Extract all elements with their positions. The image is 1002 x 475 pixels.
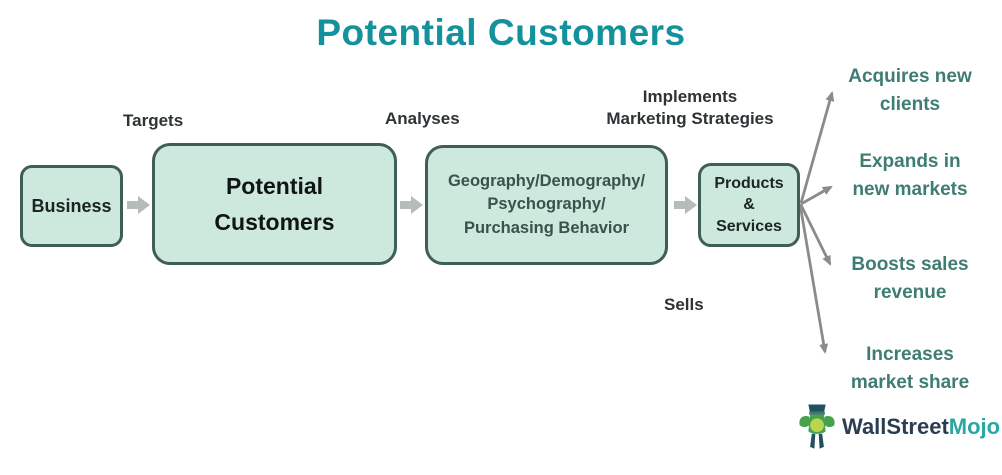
flow-arrow-icon	[674, 196, 697, 214]
outcome-expands-in-new-markets: Expands in new markets	[840, 148, 980, 203]
segmentation-box: Geography/Demography/ Psychography/ Purc…	[425, 145, 668, 265]
fan-arrow-icon	[799, 204, 832, 266]
wallstreetmojo-wordmark-teal: Mojo	[948, 414, 1001, 439]
segmentation-box-line: Purchasing Behavior	[463, 218, 630, 237]
sells-label: Sells	[664, 295, 704, 314]
business-box-label: Business	[31, 195, 112, 216]
analyses-label: Analyses	[385, 109, 460, 128]
wallstreetmojo-wordmark: WallStreetMojo	[842, 414, 1000, 440]
products-services-box-line: Services	[716, 217, 782, 235]
fan-arrow-icon	[798, 203, 829, 354]
potential-customers-box-line: Potential	[225, 172, 324, 199]
fan-arrow-icon	[800, 185, 833, 206]
wallstreetmojo-wordmark-dark: WallStreet	[842, 414, 949, 439]
outcome-line: market share	[850, 371, 970, 393]
outcome-line: Boosts sales	[851, 254, 969, 275]
targets-label: Targets	[123, 111, 184, 130]
products-services-box-line: Products	[714, 174, 784, 192]
outcome-increases-market-share: Increases market share	[840, 341, 980, 396]
outcome-line: new markets	[852, 178, 968, 200]
wallstreetmojo-logo: WallStreetMojo	[798, 403, 1000, 451]
outcome-line: revenue	[873, 281, 947, 303]
implements-label-line: Implements	[642, 87, 738, 106]
outcome-boosts-sales-revenue: Boosts sales revenue	[840, 251, 980, 306]
flow-arrow-icon	[127, 196, 150, 214]
outcome-line: clients	[879, 93, 941, 115]
outcome-line: Acquires new	[848, 66, 972, 87]
business-box: Business	[20, 165, 123, 247]
potential-customers-box-line: Customers	[214, 209, 335, 235]
implements-marketing-strategies-label: Implements Marketing Strategies	[592, 86, 788, 131]
flow-arrow-icon	[400, 196, 423, 214]
segmentation-box-line: Psychography/	[487, 195, 606, 214]
outcome-acquires-new-clients: Acquires new clients	[840, 63, 980, 118]
outcome-line: Increases	[866, 344, 954, 365]
implements-label-line: Marketing Strategies	[606, 109, 774, 129]
outcome-line: Expands in	[859, 151, 961, 172]
page-title: Potential Customers	[316, 12, 686, 53]
wallstreetmojo-bull-icon	[799, 404, 835, 449]
fan-arrow-icon	[799, 91, 835, 204]
products-services-box-line: &	[743, 196, 755, 214]
segmentation-box-line: Geography/Demography/	[447, 172, 646, 191]
products-services-box: Products & Services	[698, 163, 800, 247]
potential-customers-box: Potential Customers	[152, 143, 397, 265]
